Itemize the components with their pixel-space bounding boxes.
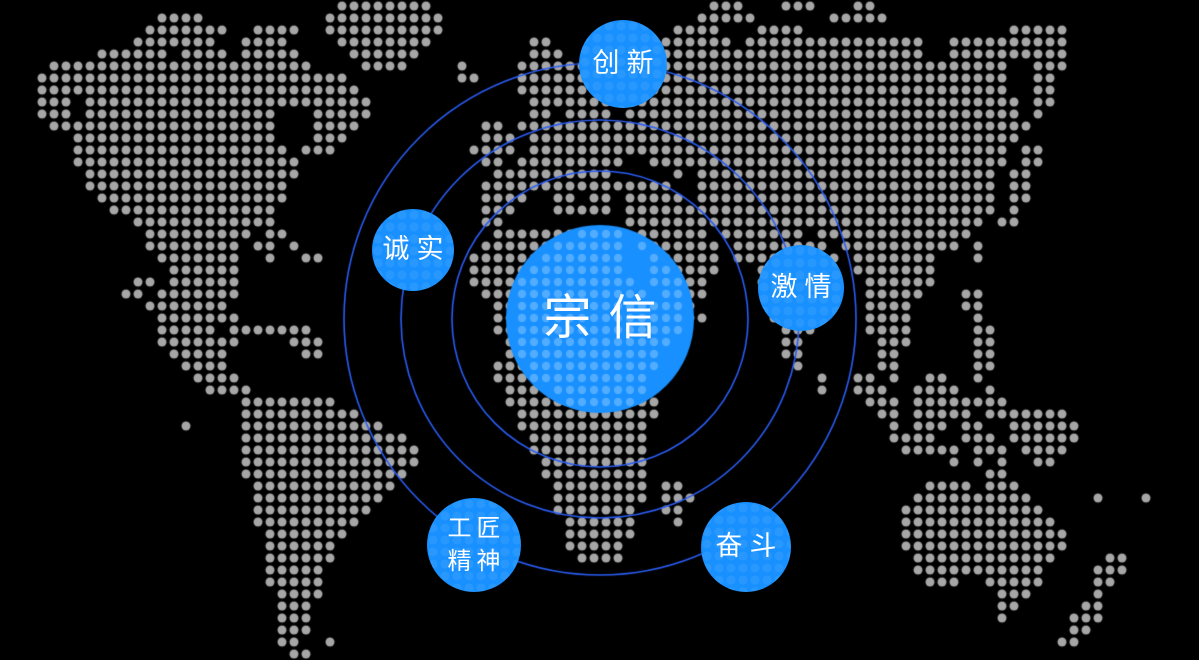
center-bubble-zongxin: 宗信 <box>506 225 694 413</box>
bubble-craftsmanship-label-line1: 工匠 <box>447 515 506 542</box>
bubble-innovation: 创新 <box>579 20 667 108</box>
bubble-passion-label: 激情 <box>770 272 839 303</box>
bubble-striving-label: 奋斗 <box>715 531 784 562</box>
bubble-passion: 激情 <box>758 245 844 331</box>
bubble-honesty-label: 诚实 <box>382 234 451 265</box>
bubble-craftsmanship-label-line2: 精神 <box>447 548 506 575</box>
bubble-honesty: 诚实 <box>372 209 454 291</box>
center-bubble-label: 宗信 <box>543 292 674 345</box>
bubble-innovation-label: 创新 <box>592 48 661 79</box>
bubble-craftsmanship: 工匠 精神 <box>427 498 521 592</box>
bubble-striving: 奋斗 <box>701 502 791 592</box>
